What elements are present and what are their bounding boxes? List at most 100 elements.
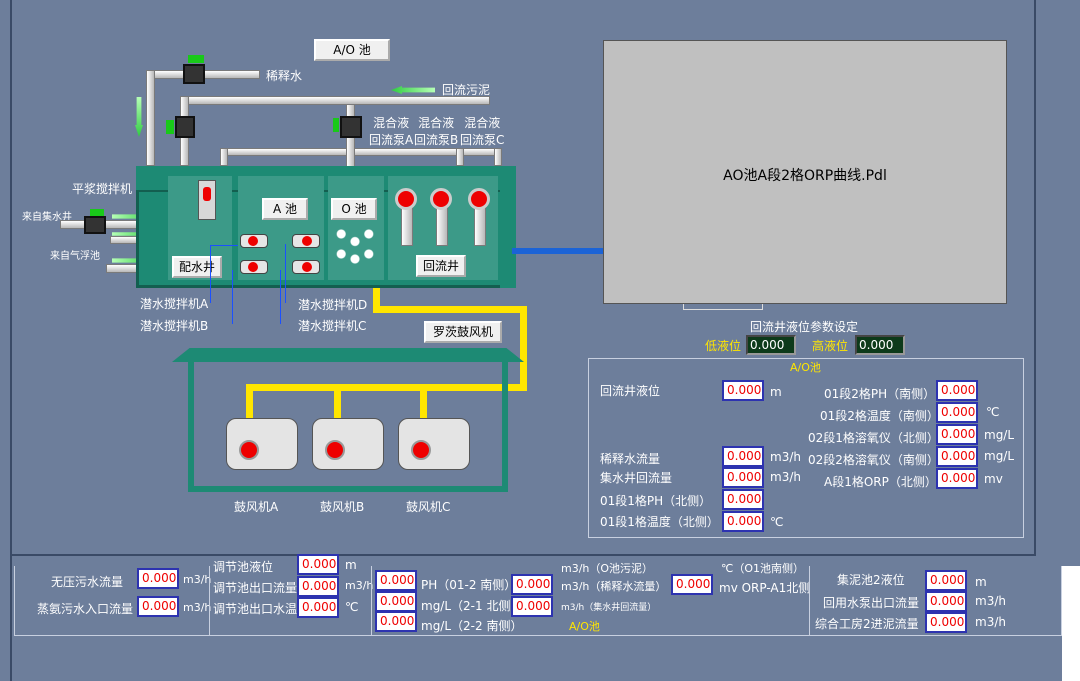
b3-label-1: mg/L（2-1 北侧） xyxy=(421,599,523,613)
ao-pool-title-button[interactable]: A/O 池 xyxy=(314,39,390,61)
blower-b-icon[interactable] xyxy=(312,418,384,470)
mixer-a-led xyxy=(248,236,258,246)
b6-unit-2: m3/h xyxy=(975,615,1006,629)
mixer-c-led xyxy=(302,262,312,272)
sump-valve[interactable] xyxy=(84,216,106,234)
from-gas-label: 来自气浮池 xyxy=(50,251,100,262)
ao-left-value-4[interactable]: 0.000 xyxy=(722,511,764,532)
b6-value-1[interactable]: 0.000 xyxy=(925,591,967,612)
b4-value-0[interactable]: 0.000 xyxy=(511,574,553,595)
b1-value-0[interactable]: 0.000 xyxy=(137,568,179,589)
outlet-pipe xyxy=(512,248,604,254)
pump-a-icon[interactable] xyxy=(395,188,417,210)
from-sump-label: 来自集水井 xyxy=(22,212,72,223)
leader-line-a-v xyxy=(210,245,211,303)
sump-valve-handle xyxy=(90,209,104,216)
orp-chart-text: AO池A段2格ORP曲线.Pdl xyxy=(723,168,887,184)
ao-right-label-0: 01段2格PH（南侧） xyxy=(824,387,936,401)
ao-left-value-1[interactable]: 0.000 xyxy=(722,446,764,467)
a-pool-button[interactable]: A 池 xyxy=(262,198,308,220)
b3-label-2: mg/L（2-2 南侧） xyxy=(421,619,523,633)
b6-value-0[interactable]: 0.000 xyxy=(925,570,967,591)
b2-value-0[interactable]: 0.000 xyxy=(297,576,339,597)
b1-value-1[interactable]: 0.000 xyxy=(137,596,179,617)
blower-c-label: 鼓风机C xyxy=(406,500,451,514)
orp-chart-panel[interactable]: AO池A段2格ORP曲线.Pdl xyxy=(603,40,1007,304)
leader-line-a xyxy=(210,245,238,246)
ao-left-value-2[interactable]: 0.000 xyxy=(722,467,764,488)
mix-pump-c-label: 混合液 回流泵C xyxy=(460,116,505,147)
distribution-well-button[interactable]: 配水井 xyxy=(172,256,222,278)
b5-value[interactable]: 0.000 xyxy=(671,574,713,595)
inlet-arrow-3-icon xyxy=(112,257,156,264)
b2-unit-0: m3/h xyxy=(345,579,374,592)
ao-right-value-0[interactable]: 0.000 xyxy=(936,380,978,401)
b2-value-1[interactable]: 0.000 xyxy=(297,597,339,618)
b3-value-1[interactable]: 0.000 xyxy=(375,591,417,612)
blower-b-label: 鼓风机B xyxy=(320,500,365,514)
mixer-d-led xyxy=(302,236,312,246)
high-level-label: 高液位 xyxy=(812,339,849,353)
ao-right-value-3[interactable]: 0.000 xyxy=(936,446,978,467)
ao-right-value-4[interactable]: 0.000 xyxy=(936,468,978,489)
ao-right-label-1: 01段2格温度（南侧） xyxy=(820,409,939,423)
left-border xyxy=(10,0,12,681)
air-pipe-3 xyxy=(520,306,527,386)
b6-value-2[interactable]: 0.000 xyxy=(925,612,967,633)
main-bottom-border xyxy=(10,554,1036,556)
b3-label-0: PH（01-2 南侧） xyxy=(421,578,517,592)
dilution-label: 稀释水 xyxy=(266,69,303,83)
low-level-input[interactable]: 0.000 xyxy=(746,335,796,355)
ao-right-value-2[interactable]: 0.000 xyxy=(936,424,978,445)
blower-c-icon[interactable] xyxy=(398,418,470,470)
mixer-b-led xyxy=(248,262,258,272)
b2-label-1: 调节池出口水温 xyxy=(213,602,298,616)
b6-unit-1: m3/h xyxy=(975,594,1006,608)
ao-left-label-4: 01段1格温度（北侧） xyxy=(600,515,719,529)
b3-value-2[interactable]: 0.000 xyxy=(375,611,417,632)
b4-label-1: m3/h（集水井回流量） xyxy=(561,603,657,613)
air-pipe-7 xyxy=(420,384,427,432)
ao-right-unit-3: mg/L xyxy=(984,449,1015,463)
ao-left-value-0[interactable]: 0.000 xyxy=(722,380,764,401)
ao-left-value-3[interactable]: 0.000 xyxy=(722,489,764,510)
level-settings-title: 回流井液位参数设定 xyxy=(750,320,859,334)
leader-line-c-v xyxy=(280,270,281,324)
b1-label-0: 无压污水流量 xyxy=(51,575,124,589)
blower-a-label: 鼓风机A xyxy=(234,500,279,514)
pump-c-icon[interactable] xyxy=(468,188,490,210)
blower-b-led xyxy=(325,440,345,460)
return-sludge-valve[interactable] xyxy=(175,116,195,138)
o-pool-valve[interactable] xyxy=(340,116,362,138)
b2-partial-value[interactable]: 0.000 xyxy=(297,554,339,575)
b4-value-1[interactable]: 0.000 xyxy=(511,596,553,617)
b2-partial-label: 调节池液位 xyxy=(213,560,274,574)
b6-label-1: 回用水泵出口流量 xyxy=(823,596,920,610)
b5-partial: ℃（O1池南侧） xyxy=(721,562,805,575)
b6-label-0: 集泥池2液位 xyxy=(837,573,905,587)
bottom-right-gap xyxy=(1062,566,1080,681)
ao-right-unit-1: ℃ xyxy=(986,405,1000,419)
return-sludge-valve-handle xyxy=(166,120,174,134)
b3-value-0[interactable]: 0.000 xyxy=(375,570,417,591)
b1-unit-0: m3/h xyxy=(183,573,212,586)
air-pipe-6 xyxy=(334,384,341,432)
dilution-valve-handle xyxy=(188,55,204,63)
pump-b-icon[interactable] xyxy=(430,188,452,210)
high-level-input[interactable]: 0.000 xyxy=(855,335,905,355)
roots-blower-button[interactable]: 罗茨鼓风机 xyxy=(424,321,502,343)
o-pool-button[interactable]: O 池 xyxy=(331,198,377,220)
return-well-button[interactable]: 回流井 xyxy=(416,255,466,277)
ao-params-panel xyxy=(588,358,1024,538)
blower-a-icon[interactable] xyxy=(226,418,298,470)
mixer-c-label: 潜水搅拌机C xyxy=(298,319,367,333)
flow-arrow-down-icon xyxy=(135,97,143,137)
ao-right-unit-2: mg/L xyxy=(984,428,1015,442)
air-pipe-5 xyxy=(246,384,253,432)
ao-right-value-1[interactable]: 0.000 xyxy=(936,402,978,423)
slurry-mixer-label: 平浆搅拌机 xyxy=(72,182,133,196)
ao-left-unit-4: ℃ xyxy=(770,515,784,529)
dilution-valve[interactable] xyxy=(183,64,205,84)
b4-partial: m3/h（O池污泥） xyxy=(561,562,654,575)
ao-left-label-2: 集水井回流量 xyxy=(600,471,673,485)
